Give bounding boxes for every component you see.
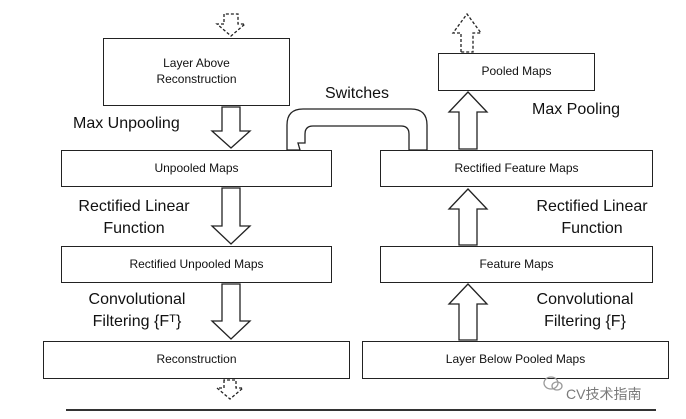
rectified-feature-maps-label: Rectified Feature Maps <box>454 160 579 175</box>
max-pooling-label: Max Pooling <box>532 101 621 118</box>
right-convolutional-filtering-label: Convolutional Filtering {F} <box>536 291 634 330</box>
dashed-arrow-top-left <box>215 13 247 37</box>
arrow-right-conv <box>447 283 489 341</box>
layer-below-pooled-maps-label: Layer Below Pooled Maps <box>445 352 586 367</box>
arrow-left-conv <box>210 283 252 340</box>
rectified-feature-maps-box: Rectified Feature Maps <box>380 150 653 187</box>
pooled-maps-box: Pooled Maps <box>438 53 595 91</box>
right-rectified-linear-label: Rectified Linear Function <box>536 198 648 237</box>
pooled-maps-label: Pooled Maps <box>481 64 552 79</box>
dashed-arrow-top-right <box>451 12 483 53</box>
layer-above-reconstruction-box: Layer Above Reconstruction <box>103 38 290 106</box>
rectified-unpooled-maps-label: Rectified Unpooled Maps <box>129 256 264 271</box>
left-rectified-linear-label: Rectified Linear Function <box>78 198 190 237</box>
rectified-unpooled-maps-box: Rectified Unpooled Maps <box>61 246 332 283</box>
unpooled-maps-box: Unpooled Maps <box>61 150 332 187</box>
wechat-icon <box>543 376 563 391</box>
unpooled-maps-label: Unpooled Maps <box>154 160 239 175</box>
arrow-max-pooling <box>447 91 489 150</box>
switches-connector <box>286 108 428 151</box>
reconstruction-label: Reconstruction <box>156 352 237 367</box>
arrow-left-rectified <box>210 187 252 245</box>
left-convolutional-filtering-label: Convolutional Filtering {Fᵀ} <box>88 291 186 330</box>
arrow-max-unpooling <box>210 106 252 149</box>
watermark-text: CV技术指南 <box>566 386 642 402</box>
bottom-rule <box>66 409 656 411</box>
dashed-arrow-bottom-left <box>215 379 245 400</box>
arrow-right-rectified <box>447 188 489 246</box>
max-unpooling-label: Max Unpooling <box>73 115 180 132</box>
layer-above-reconstruction-label: Layer Above Reconstruction <box>156 56 237 86</box>
feature-maps-box: Feature Maps <box>380 246 653 283</box>
feature-maps-label: Feature Maps <box>479 256 554 271</box>
reconstruction-box: Reconstruction <box>43 341 350 379</box>
layer-below-pooled-maps-box: Layer Below Pooled Maps <box>362 341 669 379</box>
switches-label: Switches <box>325 85 390 102</box>
